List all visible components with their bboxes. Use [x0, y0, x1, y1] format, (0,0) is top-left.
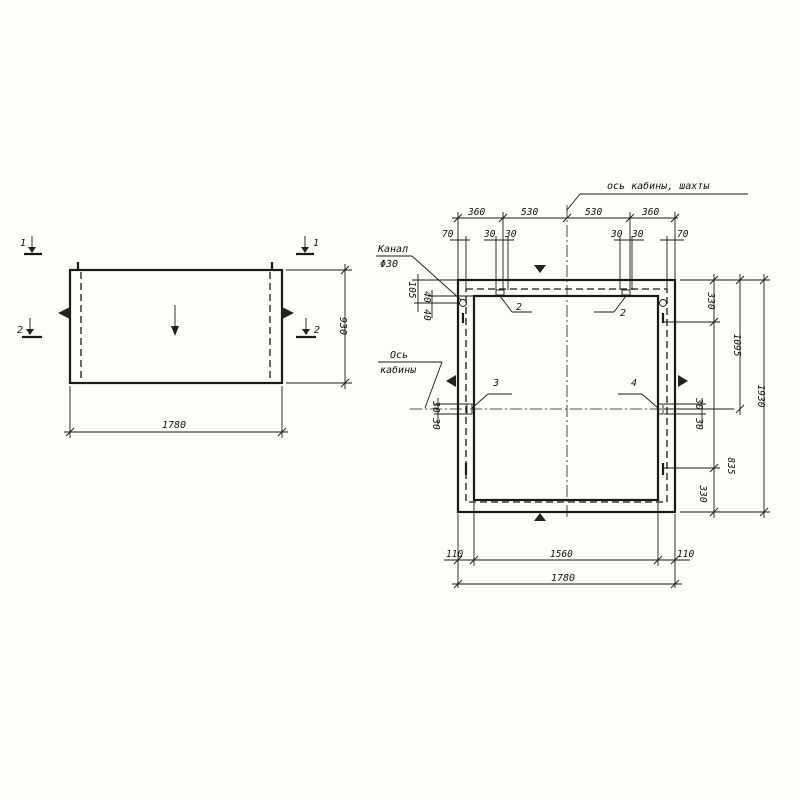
side-plate-right [657, 403, 664, 415]
section-1-left-label: 1 [20, 238, 26, 249]
axis-label-group: ось кабины, шахты [566, 180, 748, 211]
top-small-dims: 70 30 30 30 30 70 [442, 229, 689, 290]
left-view-outline [68, 268, 284, 385]
svg-text:1095: 1095 [731, 334, 742, 357]
svg-text:30: 30 [430, 400, 441, 413]
svg-text:330: 330 [705, 291, 716, 309]
left-dim-width-text: 1780 [162, 420, 186, 431]
axis-label: ось кабины, шахты [607, 180, 710, 192]
section-2-right-label: 2 [314, 325, 320, 336]
svg-text:1560: 1560 [550, 549, 573, 560]
callout-3: 3 [471, 378, 512, 409]
channel-label-group: Канал Φ30 [376, 244, 462, 301]
svg-text:30: 30 [693, 417, 704, 430]
svg-text:30: 30 [631, 229, 644, 240]
svg-text:330: 330 [697, 484, 708, 502]
svg-text:110: 110 [677, 549, 694, 560]
svg-text:530: 530 [585, 207, 602, 218]
section-1-right: 1 [296, 236, 319, 256]
svg-text:4: 4 [631, 378, 637, 389]
svg-text:105: 105 [406, 281, 417, 298]
svg-text:2: 2 [516, 302, 522, 313]
channel-diameter: Φ30 [380, 259, 398, 270]
shaft-outline [456, 278, 677, 514]
svg-text:40: 40 [421, 291, 432, 303]
bottom-marker [534, 513, 546, 521]
cabin-axis-label-1: Ось [390, 350, 408, 361]
svg-text:70: 70 [677, 229, 689, 240]
bottom-dims: 110 1560 110 1780 [444, 502, 694, 589]
right-view: ось кабины, шахты Канал Φ30 Ось кабины 2 [376, 180, 770, 589]
top-plate-right [621, 289, 631, 296]
callout-2-right: 2 [594, 295, 627, 319]
right-dims: 330 1095 1930 30 30 835 330 [664, 274, 770, 518]
svg-text:40: 40 [421, 309, 432, 321]
top-dim-chain: 360 530 530 360 [452, 207, 680, 290]
channel-label: Канал [377, 244, 408, 255]
bottom-total-text: 1780 [551, 573, 575, 584]
svg-text:30: 30 [483, 229, 496, 240]
svg-text:3: 3 [492, 378, 499, 389]
svg-text:530: 530 [521, 207, 538, 218]
svg-text:30: 30 [693, 397, 704, 410]
left-dim-height: 930 [286, 264, 352, 389]
section-2-right: 2 [296, 318, 320, 339]
callout-4: 4 [618, 378, 659, 409]
left-dims: 105 40 40 30 30 [406, 274, 474, 430]
left-dim-height-text: 930 [337, 317, 348, 335]
callout-2-left: 2 [499, 295, 532, 313]
svg-text:30: 30 [504, 229, 517, 240]
channel-hole-right [659, 299, 667, 307]
svg-text:30: 30 [610, 229, 623, 240]
svg-text:70: 70 [442, 229, 454, 240]
cabin-outline [472, 294, 660, 502]
left-marker [446, 375, 456, 387]
door-direction-arrowhead [171, 326, 179, 336]
top-marker [534, 265, 546, 273]
right-marker [678, 375, 688, 387]
left-view: 1 1 2 2 [17, 236, 352, 438]
left-dim-width: 1780 [64, 386, 288, 438]
section-2-left: 2 [17, 318, 42, 339]
svg-text:835: 835 [725, 457, 736, 474]
svg-text:1930: 1930 [755, 385, 766, 408]
svg-text:360: 360 [467, 207, 485, 218]
cabin-axis-label-group: Ось кабины [378, 350, 443, 409]
svg-text:2: 2 [620, 308, 626, 319]
svg-text:30: 30 [430, 417, 441, 430]
left-side-marker [58, 307, 70, 319]
svg-text:360: 360 [641, 207, 659, 218]
section-1-left: 1 [20, 236, 42, 256]
section-2-left-label: 2 [17, 325, 23, 336]
right-side-marker [282, 307, 294, 319]
section-1-right-label: 1 [313, 238, 319, 249]
svg-text:110: 110 [446, 549, 463, 560]
cabin-axis-label-2: кабины [380, 364, 417, 376]
top-plate-left [495, 289, 505, 296]
side-plate-left [466, 403, 473, 415]
hidden-contour [465, 288, 668, 503]
